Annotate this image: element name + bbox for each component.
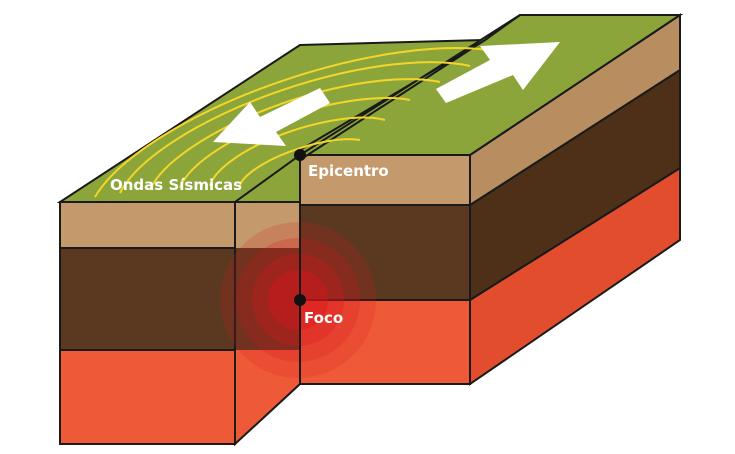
epicenter-point [294, 149, 306, 161]
right-fault-block [296, 13, 684, 386]
left-block-topsoil [60, 202, 300, 248]
left-block-rock [60, 248, 300, 350]
arrow-up-right-icon [436, 42, 560, 103]
left-block-outline [59, 201, 236, 445]
arrow-down-left-icon [213, 88, 330, 146]
focus-label: Foco [304, 309, 343, 327]
epicenter-label: Epicentro [308, 162, 389, 180]
seismic-waves-label: Ondas Sísmicas [110, 176, 242, 194]
seismic-waves [94, 47, 501, 198]
focus-point [294, 294, 306, 306]
